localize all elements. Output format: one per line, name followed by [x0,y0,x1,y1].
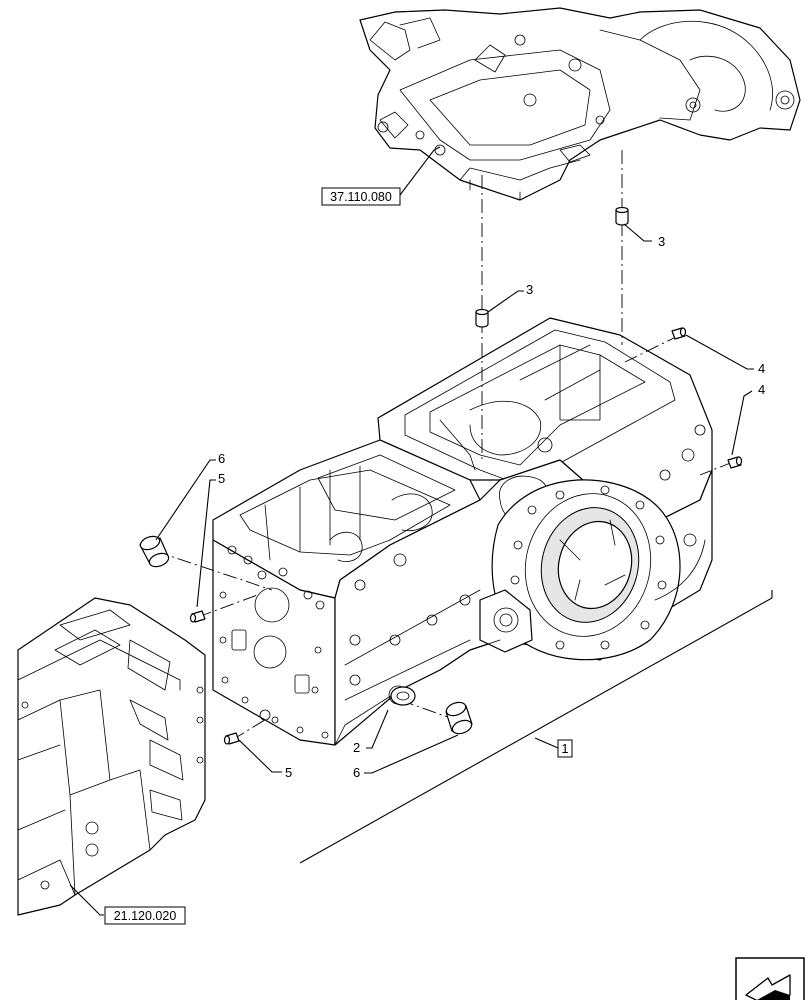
seal-ring-2 [390,686,416,706]
leader-lines [69,146,773,916]
reference-box-front: 21.120.020 [104,906,186,925]
pin-5-upper [189,610,206,623]
bushing-6-lower [445,701,473,735]
dowel-pin-3-upper [615,206,629,226]
reference-front-assembly: 21.120.020 [114,909,177,923]
callout-6-left: 6 [218,451,225,466]
small-parts [139,206,743,745]
front-transmission-assembly [17,597,206,916]
callout-3-upper: 3 [658,234,665,249]
reference-box-upper: 37.110.080 [321,187,401,206]
dowel-pin-3-lower [475,308,489,328]
callout-4-lower: 4 [758,382,765,397]
callout-5-lower: 5 [285,765,292,780]
callout-4-upper: 4 [758,361,765,376]
callout-6-lower: 6 [353,765,360,780]
callout-2: 2 [353,740,360,755]
callout-3-lower: 3 [526,282,533,297]
reference-upper-assembly: 37.110.080 [330,190,392,204]
pin-5-lower [223,732,240,745]
callout-5-left: 5 [218,471,225,486]
assembly-label-box: 1 [557,739,573,758]
bushing-6-left [139,535,170,568]
arrow-icon[interactable] [735,957,805,1000]
pin-4-upper [671,327,687,340]
assembly-label: 1 [561,741,568,756]
callout-labels: 3 3 4 4 6 5 2 6 5 [218,234,765,780]
pin-4-lower [727,456,743,469]
upper-lift-assembly [359,7,801,201]
transmission-housing [212,317,713,746]
